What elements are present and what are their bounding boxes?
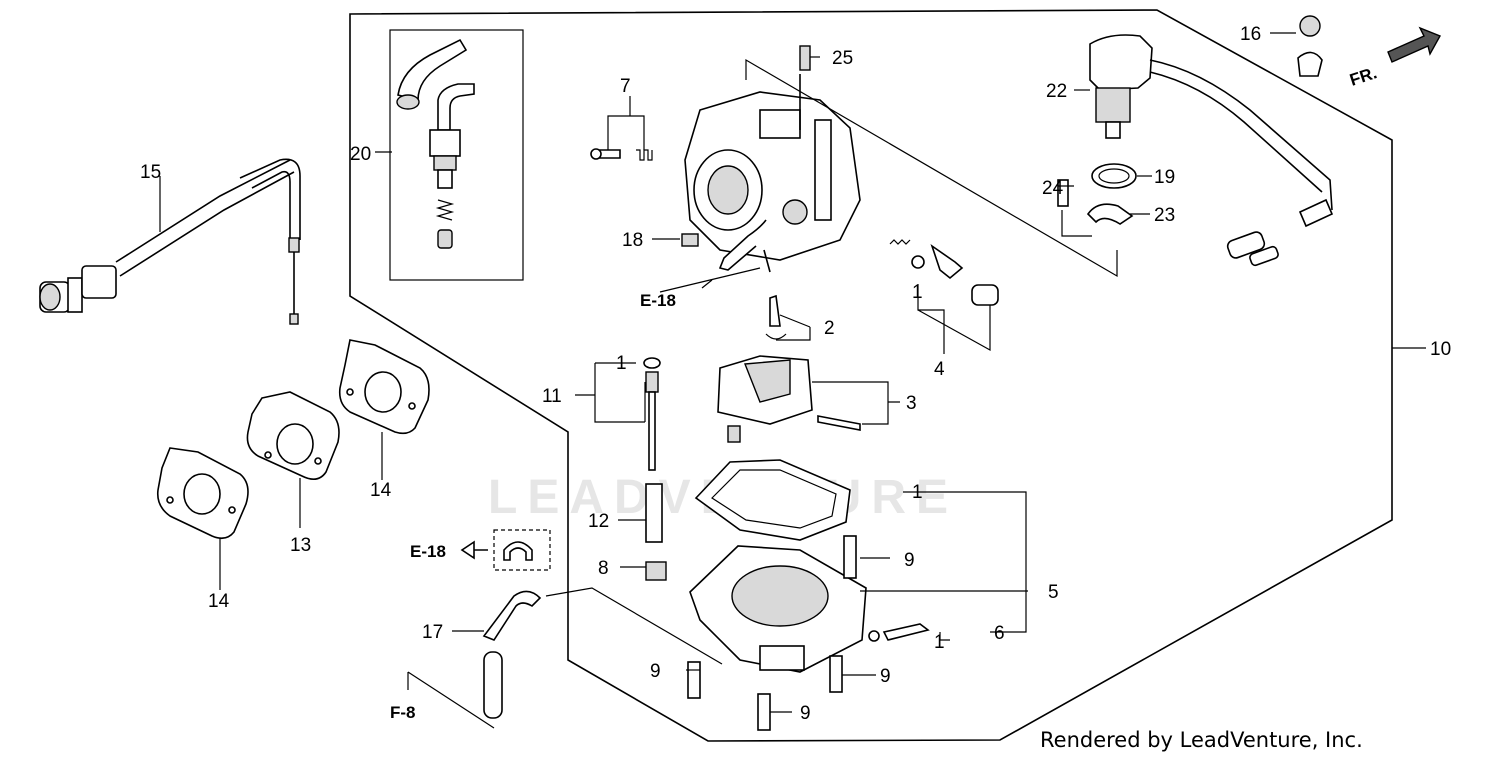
part-5-float-chamber	[689, 545, 867, 673]
part-14-gasket-lower	[156, 447, 249, 540]
part-16-clamp	[1297, 15, 1323, 77]
callout-13: 13	[290, 535, 311, 556]
part-1-chamber-gasket	[694, 459, 851, 541]
callout-1-nozzle: 1	[616, 353, 627, 374]
part-17-tube	[482, 590, 542, 719]
part-22-cut-solenoid	[1089, 34, 1334, 267]
callout-7: 7	[620, 76, 631, 97]
callout-24: 24	[1042, 178, 1064, 199]
part-18-bolt	[681, 233, 699, 247]
inset-box-20	[389, 29, 524, 281]
callout-1-gasket: 1	[912, 482, 923, 503]
part-23-clip	[1086, 203, 1134, 225]
callout-11: 11	[542, 386, 562, 407]
part-19-o-ring	[1091, 163, 1137, 189]
part-3-float	[717, 355, 861, 443]
part-4-pilot-screw-set	[889, 239, 999, 306]
callout-6: 6	[994, 623, 1005, 644]
callout-12: 12	[588, 511, 609, 532]
callout-19: 19	[1154, 167, 1175, 188]
callout-14-upper: 14	[370, 480, 392, 501]
callout-9-left: 9	[650, 661, 661, 682]
callout-23: 23	[1154, 205, 1175, 226]
part-8-jet	[645, 561, 667, 581]
part-14-gasket-upper	[338, 339, 430, 435]
part-20-fuel-valve	[396, 38, 475, 249]
credit-text: Rendered by LeadVenture, Inc.	[1040, 728, 1363, 752]
clip-e18	[460, 529, 551, 571]
callout-1-drain: 1	[934, 632, 945, 653]
part-2-float-valve	[765, 294, 787, 340]
leader-lines	[159, 32, 1426, 729]
ref-e18-top: E-18	[640, 291, 676, 310]
ref-e18-left: E-18	[410, 542, 446, 561]
callout-3: 3	[906, 393, 917, 414]
callout-18: 18	[622, 230, 643, 251]
part-7-screws	[590, 148, 653, 161]
part-12-main-jet	[645, 483, 663, 543]
callout-9-right: 9	[880, 666, 891, 687]
part-9-screws	[687, 535, 857, 731]
callout-17: 17	[422, 622, 443, 643]
carburetor-body	[684, 74, 861, 273]
callout-2: 2	[824, 318, 835, 339]
fr-label: FR.	[1347, 63, 1379, 90]
callout-25: 25	[832, 48, 853, 69]
front-direction-arrow	[1387, 26, 1441, 63]
callout-10: 10	[1430, 339, 1451, 360]
callout-20: 20	[350, 144, 371, 165]
callout-9-upper: 9	[904, 550, 915, 571]
callout-15: 15	[140, 162, 161, 183]
part-15-choke-cable	[39, 158, 301, 325]
callout-14-lower: 14	[208, 591, 230, 612]
part-13-insulator	[246, 391, 340, 480]
part-24-screw	[1057, 179, 1069, 207]
ref-f8: F-8	[390, 703, 416, 722]
callout-5: 5	[1048, 582, 1059, 603]
part-11-main-nozzle	[643, 357, 661, 471]
callout-9-bottom: 9	[800, 703, 811, 724]
callout-16: 16	[1240, 24, 1261, 45]
callout-4: 4	[934, 359, 945, 380]
assembly-outline	[349, 9, 1393, 742]
callout-22: 22	[1046, 81, 1067, 102]
part-25-screw	[799, 45, 811, 71]
part-6-drain-screw	[868, 623, 930, 642]
callout-labels: 25 7 18 20 15 16 22 19 24 23 10 1 4 2 3 …	[140, 24, 1451, 724]
callout-8: 8	[598, 558, 609, 579]
callout-1-pilot: 1	[912, 282, 923, 303]
